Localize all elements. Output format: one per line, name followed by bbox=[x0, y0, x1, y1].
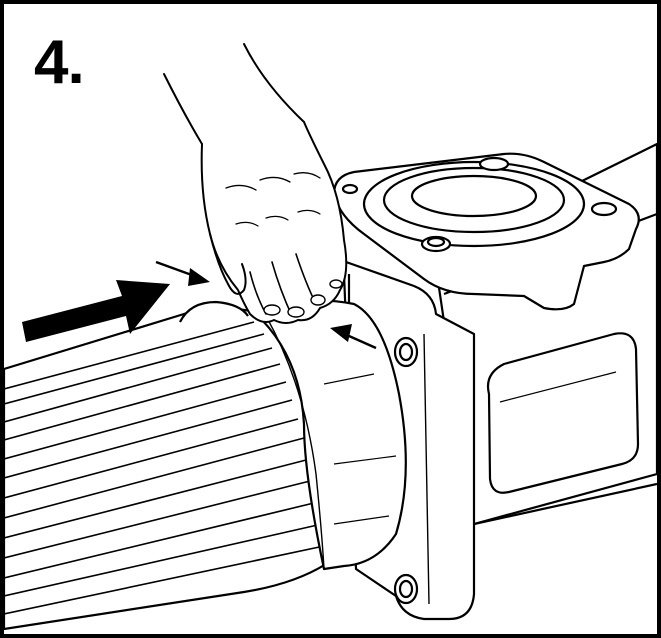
push-arrow-large bbox=[22, 280, 170, 342]
motor-housing bbox=[4, 299, 407, 631]
pointer-arrow-lower bbox=[330, 324, 377, 350]
pump-body bbox=[332, 142, 657, 621]
hand bbox=[163, 43, 348, 324]
assembly-illustration bbox=[4, 43, 657, 631]
step-number-label: 4. bbox=[34, 28, 85, 97]
pointer-arrow-upper bbox=[155, 260, 210, 286]
